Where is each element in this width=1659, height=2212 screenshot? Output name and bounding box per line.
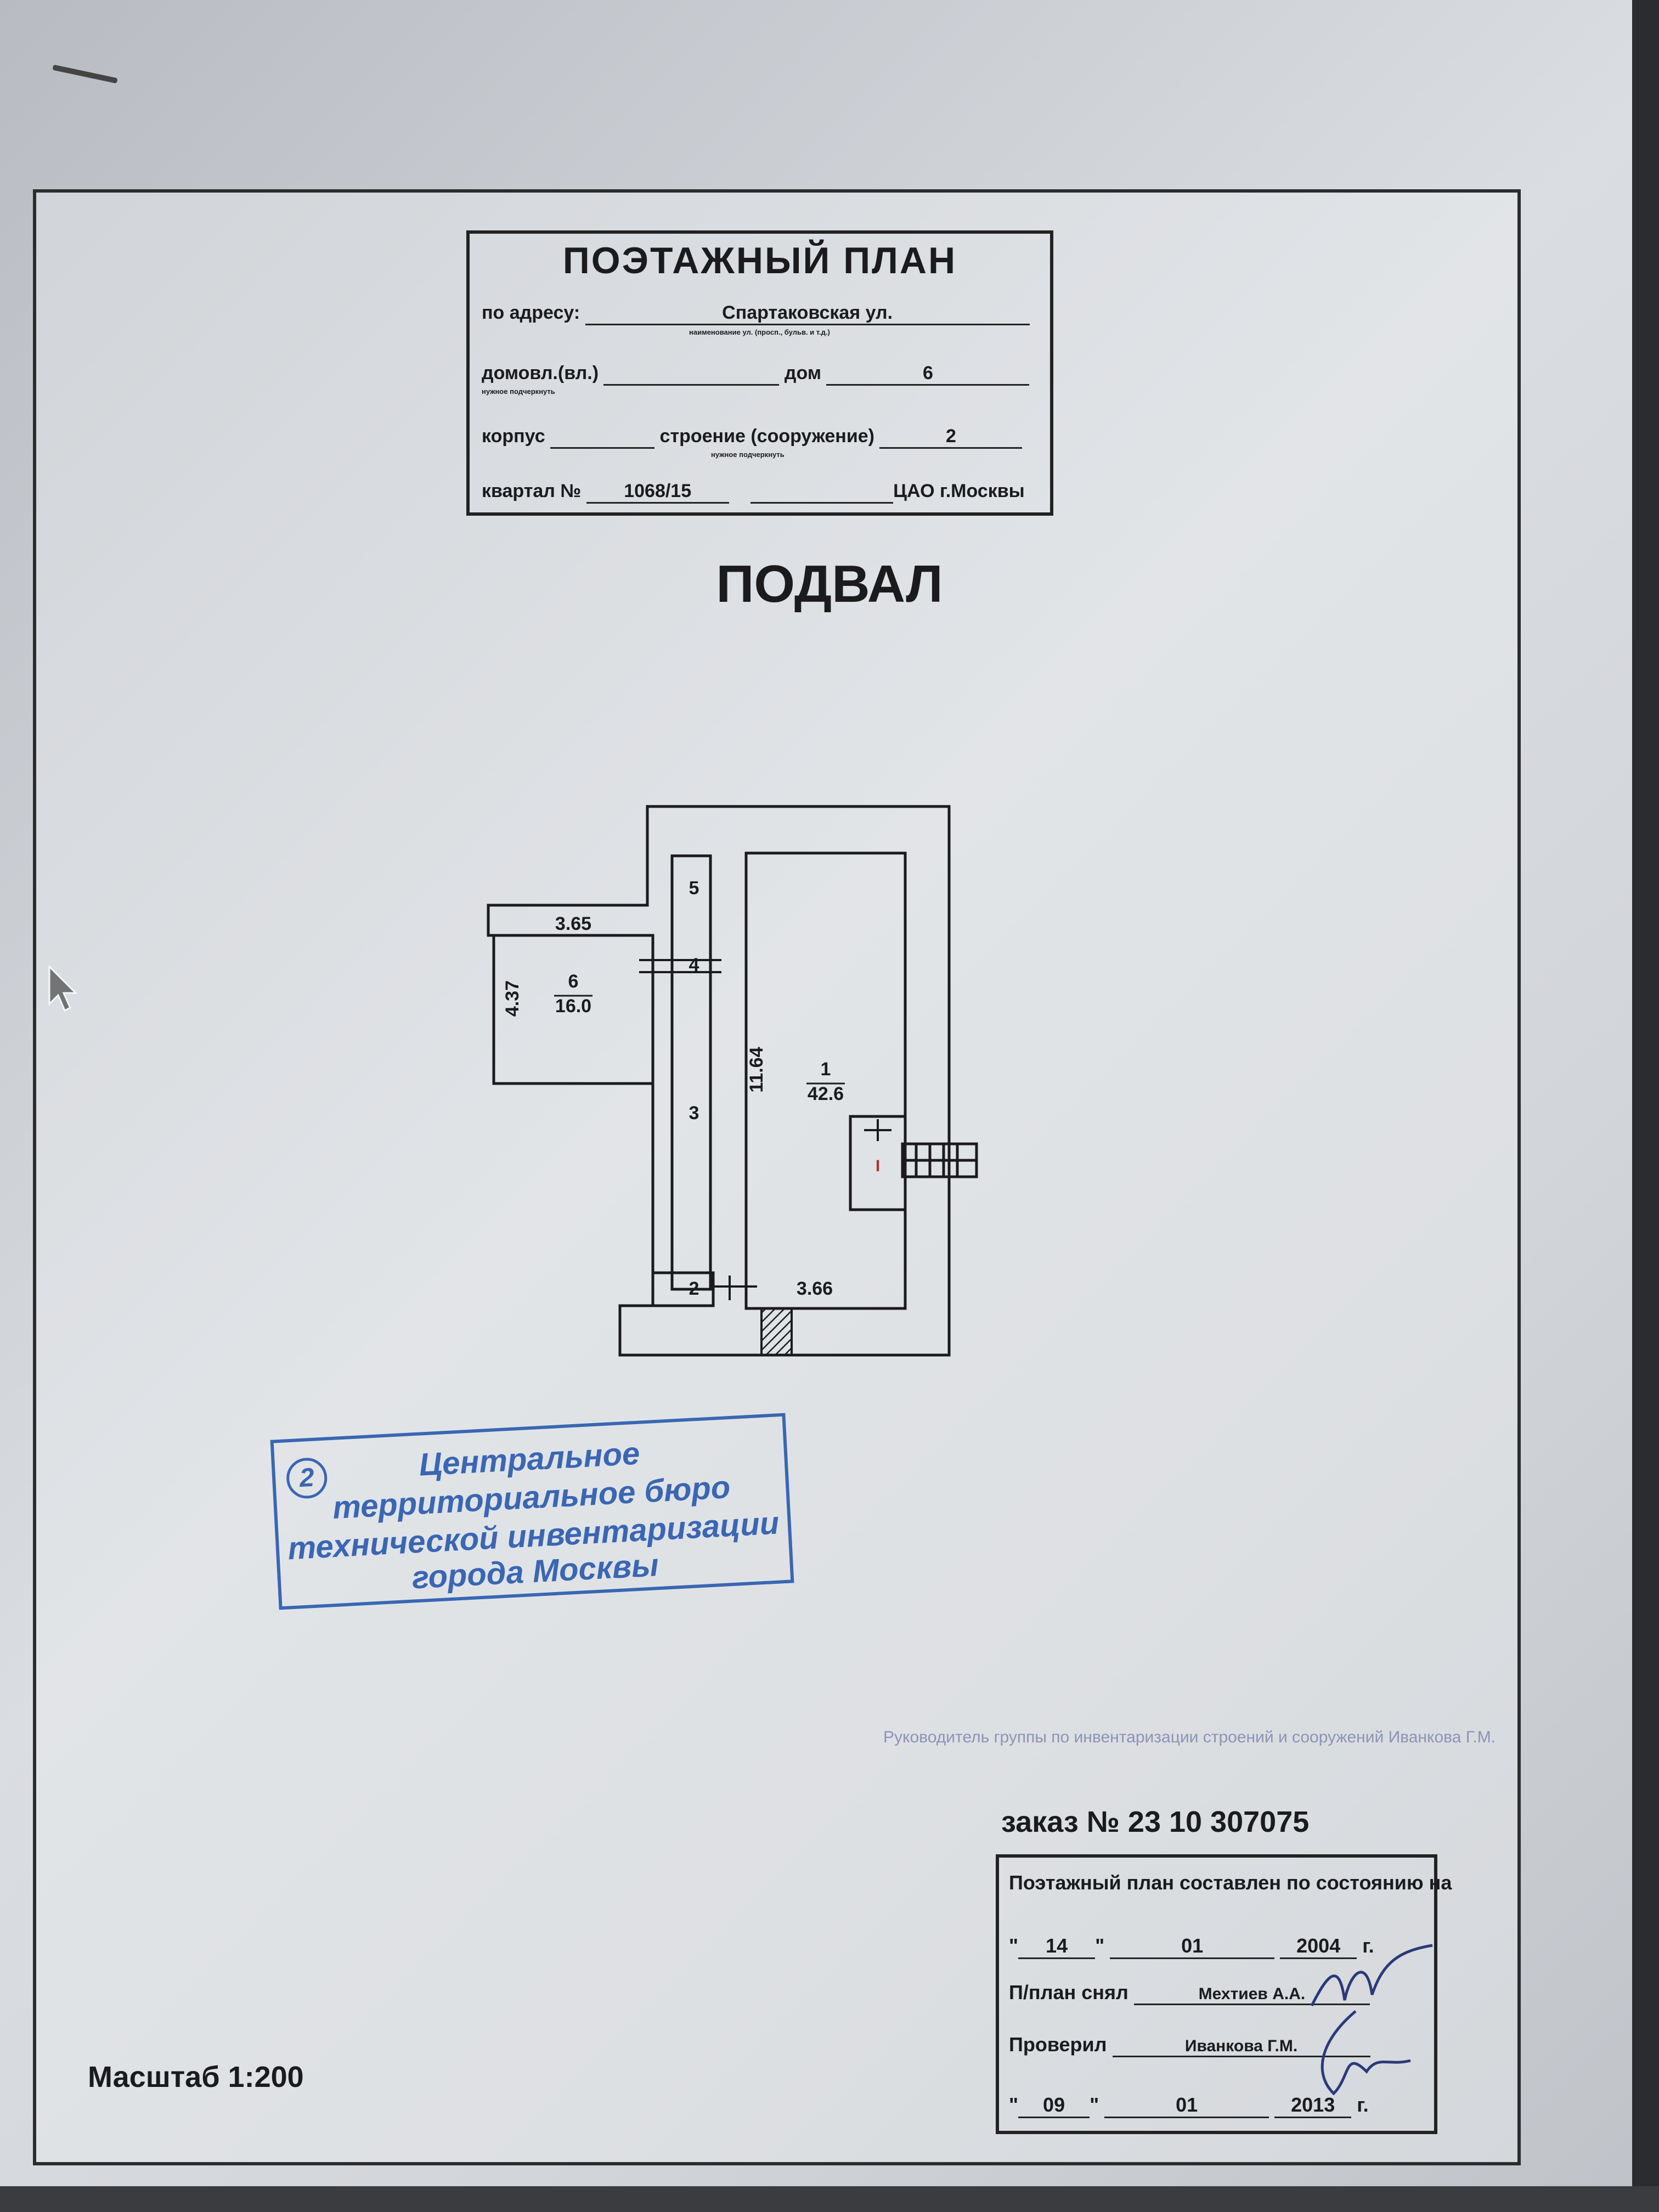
room-6-outline [492, 934, 654, 1085]
room-3-number: 3 [689, 1103, 699, 1124]
floor-plan: 5 4 3 2 6 16.0 1 42.6 3.65 3.66 I 4.37 1… [487, 805, 978, 1357]
district-blank [751, 481, 894, 504]
domovl-row: домовл.(вл.) дом 6 [482, 363, 1030, 386]
outer-wall [487, 805, 951, 1357]
room-1-outline [744, 851, 907, 1310]
korpus-value [550, 426, 655, 449]
annex-outline [849, 1115, 907, 1211]
kvartal-label: квартал № [482, 481, 582, 501]
surveyed-label: П/план снял [1009, 1981, 1128, 2004]
document-sheet [33, 189, 1521, 2165]
signature-2 [1321, 2010, 1411, 2096]
order-number: заказ № 23 10 307075 [1001, 1805, 1310, 1838]
date2-year: 2013 [1274, 2094, 1352, 2118]
year-suffix-2: г. [1357, 2094, 1369, 2116]
korpus-label: корпус [482, 426, 545, 447]
dim-room1-width: 3.66 [797, 1278, 833, 1299]
scale-label: Масштаб 1:200 [88, 2061, 304, 2094]
room-6-area: 16.0 [555, 996, 591, 1017]
stroenie-hint: нужное подчеркнуть [711, 450, 785, 459]
district: ЦАО г.Москвы [893, 481, 1025, 501]
date1-month: 01 [1110, 1934, 1275, 1959]
dim-room6-width: 3.65 [555, 913, 591, 934]
checked-by: Иванкова Г.М. [1112, 2037, 1370, 2057]
state-as-of: Поэтажный план составлен по состоянию на [1009, 1871, 1452, 1894]
bti-stamp: 2 Центральное территориальное бюро техни… [270, 1413, 794, 1610]
domovl-label: домовл.(вл.) [482, 363, 599, 383]
kvartal-value: 1068/15 [586, 481, 729, 504]
floor-title: ПОДВАЛ [716, 555, 943, 613]
signature-1 [1310, 1944, 1433, 2007]
room-4-number: 4 [689, 955, 699, 975]
surveyed-by: Мехтиев А.А. [1133, 1985, 1370, 2005]
address-value: Спартаковская ул. [585, 302, 1030, 325]
room-1-number: 1 [821, 1059, 831, 1080]
marker-label: I [876, 1157, 880, 1175]
room-2-outline [651, 1271, 715, 1307]
title-block: ПОЭТАЖНЫЙ ПЛАН по адресу: Спартаковская … [466, 230, 1053, 516]
stroenie-label: строение (сооружение) [659, 426, 874, 447]
domovl-value [603, 363, 780, 386]
date1-year: 2004 [1280, 1934, 1357, 1959]
screen-bezel-right [1632, 0, 1659, 2212]
date2-month: 01 [1104, 2094, 1269, 2118]
faded-note: Руководитель группы по инвентаризации ст… [883, 1728, 1496, 1746]
hatched-shaft [760, 1307, 793, 1356]
room-5-number: 5 [689, 878, 699, 899]
year-suffix-1: г. [1362, 1934, 1374, 1957]
document-title: ПОЭТАЖНЫЙ ПЛАН [562, 240, 957, 281]
address-hint: наименование ул. (просп., бульв. и т.д.) [689, 328, 830, 336]
info-block: Поэтажный план составлен по состоянию на… [996, 1854, 1452, 2134]
mouse-cursor-icon [48, 966, 78, 1012]
domovl-hint: нужное подчеркнуть [482, 387, 555, 396]
address-label: по адресу: [482, 302, 580, 323]
stroenie-value: 2 [879, 426, 1023, 449]
room-6-number: 6 [568, 971, 579, 992]
date2-day: 09 [1018, 2094, 1090, 2118]
dim-room6-height: 4.37 [502, 980, 523, 1017]
dim-room1-length: 11.64 [746, 1047, 767, 1092]
room-3-4-5-outline [670, 854, 712, 1291]
dom-value: 6 [826, 363, 1030, 386]
dom-label: дом [784, 363, 821, 383]
kvartal-row: квартал № 1068/15 ЦАО г.Москвы [482, 481, 1025, 504]
date-row-1: "14" 01 2004 г. [1009, 1934, 1374, 1959]
date1-day: 14 [1018, 1934, 1096, 1959]
checked-label: Проверил [1009, 2033, 1107, 2056]
screen-bezel-bottom [0, 2186, 1659, 2212]
room-1-area: 42.6 [808, 1084, 844, 1104]
surveyed-row: П/план снял Мехтиев А.А. [1009, 1981, 1370, 2005]
address-row: по адресу: Спартаковская ул. [482, 302, 1030, 325]
korpus-row: корпус строение (сооружение) 2 [482, 426, 1023, 449]
checked-row: Проверил Иванкова Г.М. [1009, 2033, 1370, 2057]
room-2-number: 2 [689, 1278, 699, 1299]
date-row-2: "09" 01 2013 г. [1009, 2094, 1369, 2118]
